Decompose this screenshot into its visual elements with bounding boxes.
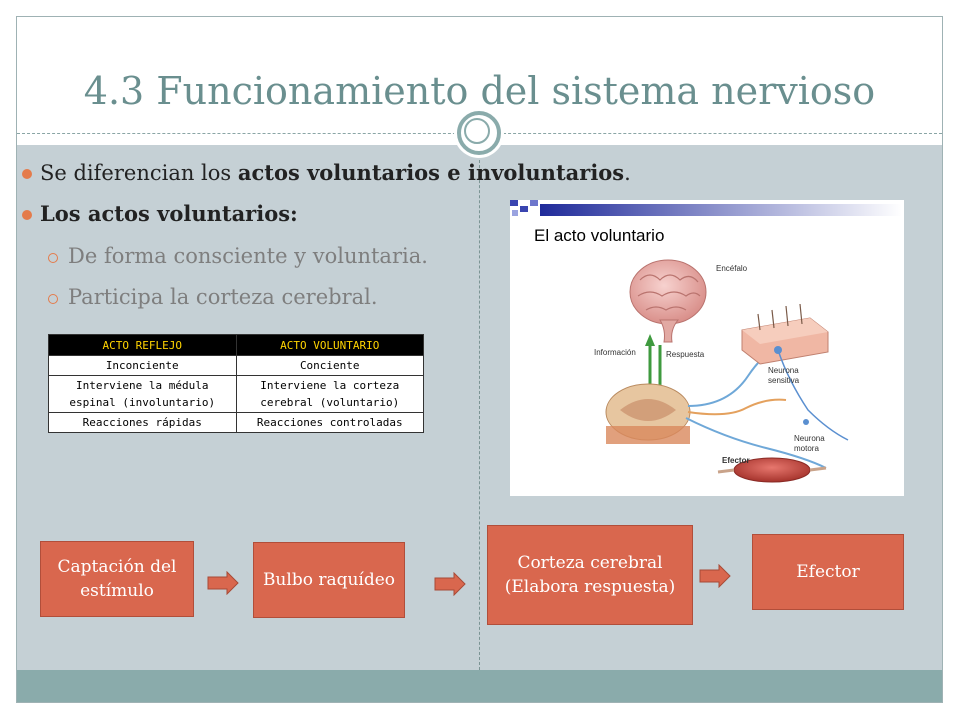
sub-bullet-icon xyxy=(48,253,58,263)
table-cell: Conciente xyxy=(235,355,424,376)
flow-step-efector: Efector xyxy=(752,534,904,610)
arrow-right-icon xyxy=(699,564,731,588)
flow-step-captacion: Captación del estímulo xyxy=(40,541,194,617)
bullet-dot-icon xyxy=(22,169,32,179)
flow-step-bulbo: Bulbo raquídeo xyxy=(253,542,405,618)
page-title: 4.3 Funcionamiento del sistema nervioso xyxy=(83,69,876,113)
center-guide-line xyxy=(479,145,480,670)
slide-frame xyxy=(16,16,943,703)
arrow-right-icon xyxy=(434,572,466,596)
illustration-title: El acto voluntario xyxy=(534,226,665,245)
label-respuesta: Respuesta xyxy=(666,350,705,359)
table-cell: Reacciones rápidas xyxy=(48,412,237,433)
label-encefalo: Encéfalo xyxy=(716,264,748,273)
sub-bullet-icon xyxy=(48,294,58,304)
sub-bullet-1: De forma consciente y voluntaria. xyxy=(68,244,428,268)
bullet-dot-icon xyxy=(22,210,32,220)
label-neurona-motora: Neurona motora xyxy=(794,434,825,453)
comparison-table: ACTO REFLEJO ACTO VOLUNTARIO Inconciente… xyxy=(48,334,424,433)
ring-ornament-icon xyxy=(454,108,504,158)
voluntary-act-illustration: El acto voluntario Encéfalo Información … xyxy=(510,200,904,496)
header-acto-reflejo: ACTO REFLEJO xyxy=(48,334,237,356)
bullet-line-2: Los actos voluntarios: xyxy=(40,201,298,226)
table-row: Interviene la médula espinal (involuntar… xyxy=(48,375,424,413)
table-cell: Interviene la corteza cerebral (voluntar… xyxy=(235,375,424,413)
table-cell: Interviene la médula espinal (involuntar… xyxy=(48,375,237,413)
table-row: Reacciones rápidas Reacciones controlada… xyxy=(48,412,424,433)
bullet-line-1: Se diferencian los actos voluntarios e i… xyxy=(40,160,631,185)
header-acto-voluntario: ACTO VOLUNTARIO xyxy=(235,334,424,356)
arrow-right-icon xyxy=(207,571,239,595)
label-informacion: Información xyxy=(594,348,636,357)
table-row: Inconciente Conciente xyxy=(48,355,424,376)
table-header-row: ACTO REFLEJO ACTO VOLUNTARIO xyxy=(48,334,424,356)
footer-bar xyxy=(17,670,942,702)
table-cell: Reacciones controladas xyxy=(235,412,424,433)
table-cell: Inconciente xyxy=(48,355,237,376)
label-neurona-sensitiva: Neurona sensitiva xyxy=(768,366,800,385)
flow-step-corteza: Corteza cerebral (Elabora respuesta) xyxy=(487,525,693,625)
sub-bullet-2: Participa la corteza cerebral. xyxy=(68,285,378,309)
illustration-graphic xyxy=(510,200,902,483)
label-efector: Efector xyxy=(722,456,750,465)
